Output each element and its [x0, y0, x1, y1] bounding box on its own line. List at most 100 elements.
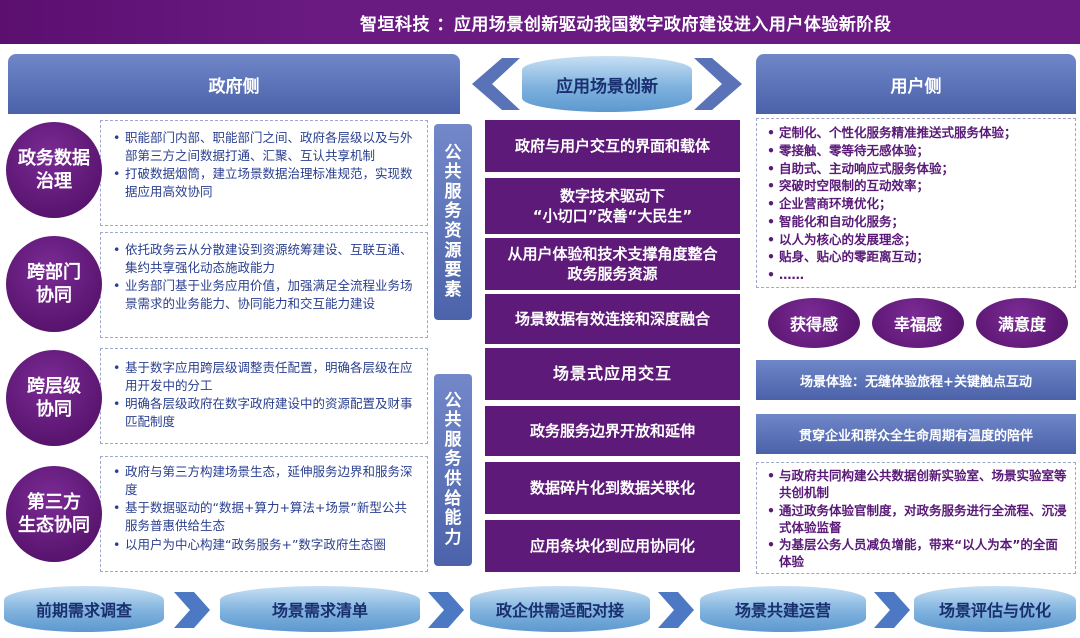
page-title: 智垣科技 ：应用场景创新驱动我国数字政府建设进入用户体验新阶段	[0, 0, 1080, 44]
user-cocreation-bullets: 与政府共同构建公共数据创新实验室、场景实验室等共创机制 通过政务体验官制度，对政…	[765, 467, 1069, 571]
process-step-label: 场景评估与优化	[938, 601, 1051, 620]
vertical-char: 素	[444, 279, 462, 300]
center-line: 数字技术驱动下	[559, 186, 665, 205]
circle-label-line: 生态协同	[18, 515, 90, 536]
process-arrow-icon	[174, 592, 210, 628]
bullet: 业务部门基于业务应用价值，加强满足全流程业务场景需求的业务能力、协同能力和交互能…	[111, 277, 419, 313]
process-step-label: 场景需求清单	[271, 601, 368, 620]
center-item-7: 数据碎片化到数据关联化	[485, 462, 740, 514]
vertical-char: 共	[444, 410, 462, 431]
center-item-6: 政务服务边界开放和延伸	[485, 406, 740, 456]
gov-item-circle-4: 第三方生态协同	[6, 466, 102, 562]
vertical-char: 供	[444, 469, 462, 489]
center-line: 场景式应用交互	[552, 364, 672, 384]
user-side-label: 用户侧	[890, 76, 942, 97]
title-text: 智垣科技 ：应用场景创新驱动我国数字政府建设进入用户体验新阶段	[360, 14, 892, 35]
user-side-header: 用户侧	[756, 54, 1076, 114]
user-bar-scene-experience: 场景体验：无缝体验旅程+关键触点互动	[756, 360, 1076, 400]
gov-item-bullets-2: 依托政务云从分散建设到资源统筹建设、互联互通、集约共享强化动态施政能力 业务部门…	[111, 241, 419, 314]
process-step-1: 前期需求调查	[4, 586, 164, 632]
bullet: 依托政务云从分散建设到资源统筹建设、互联互通、集约共享强化动态施政能力	[111, 241, 419, 277]
center-header-arrows	[472, 58, 742, 110]
circle-label-line: 协同	[36, 399, 72, 420]
user-bar-lifecycle: 贯穿企业和群众全生命周期有温度的陪伴	[756, 414, 1076, 454]
process-arrow-icon	[428, 592, 464, 628]
vertical-char: 源	[444, 240, 462, 261]
gov-item-circle-1: 政务数据治理	[6, 122, 102, 218]
circle-label-line: 协同	[36, 285, 72, 306]
gov-item-bullets-4: 政府与第三方构建场景生态，延伸服务边界和服务深度 基于数据驱动的“数据+算力+算…	[111, 463, 419, 554]
bullet: 以人为核心的发展理念；	[765, 231, 1069, 249]
circle-label-line: 治理	[36, 171, 72, 192]
center-line: 政府与用户交互的界面和载体	[514, 136, 710, 155]
bullet: 以用户为中心构建“政务服务+”数字政府生态圈	[111, 536, 419, 554]
gov-side-label: 政府侧	[208, 76, 260, 97]
center-line: 数据碎片化到数据关联化	[529, 478, 695, 497]
bullet: 突破时空限制的互动效率；	[765, 177, 1069, 195]
vertical-char: 资	[444, 221, 462, 241]
vertical-char: 服	[444, 429, 462, 450]
circle-label-line: 第三方	[27, 491, 81, 513]
bullet: 贴身、贴心的零距离互动；	[765, 248, 1069, 266]
vertical-char: 要	[444, 260, 462, 281]
center-line: 应用条块化到应用协同化	[529, 536, 695, 555]
bullet: 基于数字应用跨层级调整责任配置，明确各层级在应用开发中的分工	[111, 359, 419, 395]
vertical-char: 能	[444, 508, 462, 529]
bullet: 政府与第三方构建场景生态，延伸服务边界和服务深度	[111, 463, 419, 499]
oval-gain: 获得感	[768, 298, 860, 348]
process-step-2: 场景需求清单	[220, 586, 420, 632]
bullet: 通过政务体验官制度，对政务服务进行全流程、沉浸式体验监督	[765, 502, 1069, 537]
user-experience-box: 定制化、个性化服务精准推送式服务体验； 零接触、零等待无感体验； 自助式、主动响…	[756, 118, 1076, 288]
vertical-char: 力	[444, 527, 462, 548]
circle-label-line: 政务数据	[18, 147, 90, 169]
bullet: ……	[765, 266, 1069, 284]
process-arrow-icon	[874, 592, 910, 628]
bullet: 零接触、零等待无感体验；	[765, 142, 1069, 160]
user-bar-label: 贯穿企业和群众全生命周期有温度的陪伴	[798, 428, 1033, 444]
user-cocreation-box: 与政府共同构建公共数据创新实验室、场景实验室等共创机制 通过政务体验官制度，对政…	[756, 462, 1076, 574]
vertical-char: 务	[444, 201, 462, 222]
center-line: 场景数据有效连接和深度融合	[514, 309, 710, 328]
vertical-char: 务	[444, 449, 462, 470]
circle-label-line: 跨部门	[27, 261, 81, 283]
process-step-label: 前期需求调查	[35, 601, 132, 620]
bullet: 打破数据烟筒，建立场景数据治理标准规范，实现数据应用高效协同	[111, 165, 419, 201]
process-arrow-icon	[658, 592, 694, 628]
vertical-label-resources: 公 共 服 务 资 源 要 素	[434, 124, 472, 320]
vertical-char: 公	[444, 390, 462, 411]
process-step-5: 场景评估与优化	[914, 586, 1076, 632]
process-step-label: 政企供需适配对接	[495, 601, 624, 620]
bullet: 与政府共同构建公共数据创新实验室、场景实验室等共创机制	[765, 467, 1069, 502]
center-line: “小切口”改善“大民生”	[532, 207, 693, 225]
circle-label-line: 跨层级	[27, 375, 81, 397]
oval-satisfaction: 满意度	[976, 298, 1068, 348]
bullet: 明确各层级政府在数字政府建设中的资源配置及财事匹配制度	[111, 395, 419, 431]
gov-item-box-4: 政府与第三方构建场景生态，延伸服务边界和服务深度 基于数据驱动的“数据+算力+算…	[100, 456, 428, 572]
gov-side-header: 政府侧	[8, 54, 460, 114]
bullet: 企业营商环境优化；	[765, 195, 1069, 213]
oval-label: 获得感	[789, 315, 838, 334]
gov-item-circle-3: 跨层级协同	[6, 350, 102, 446]
center-item-8: 应用条块化到应用协同化	[485, 520, 740, 572]
bullet: 智能化和自动化服务；	[765, 213, 1069, 231]
center-item-3: 从用户体验和技术支撑角度整合政务服务资源	[485, 238, 740, 290]
center-header-label: 应用场景创新	[556, 76, 658, 97]
center-line: 从用户体验和技术支撑角度整合	[507, 244, 718, 263]
left-chevron-icon	[472, 58, 520, 110]
process-step-3: 政企供需适配对接	[470, 586, 650, 632]
center-header: 应用场景创新	[522, 56, 692, 112]
vertical-char: 公	[444, 142, 462, 163]
gov-item-circle-2: 跨部门协同	[6, 236, 102, 332]
center-line: 政务服务边界开放和延伸	[529, 421, 695, 440]
center-item-2: 数字技术驱动下 “小切口”改善“大民生”	[485, 178, 740, 234]
vertical-label-capability: 公 共 服 务 供 给 能 力	[434, 374, 472, 566]
user-bar-label: 场景体验：无缝体验旅程+关键触点互动	[800, 374, 1032, 390]
gov-item-bullets-1: 职能部门内部、职能部门之间、政府各层级以及与外部第三方之间数据打通、汇聚、互认共…	[111, 129, 419, 202]
user-experience-bullets: 定制化、个性化服务精准推送式服务体验； 零接触、零等待无感体验； 自助式、主动响…	[765, 124, 1069, 284]
bullet: 基于数据驱动的“数据+算力+算法+场景”新型公共服务普惠供给生态	[111, 499, 419, 535]
vertical-char: 共	[444, 162, 462, 183]
gov-item-box-2: 依托政务云从分散建设到资源统筹建设、互联互通、集约共享强化动态施政能力 业务部门…	[100, 232, 428, 338]
oval-label: 幸福感	[893, 315, 942, 334]
center-item-5: 场景式应用交互	[485, 348, 740, 400]
gov-item-box-3: 基于数字应用跨层级调整责任配置，明确各层级在应用开发中的分工 明确各层级政府在数…	[100, 348, 428, 444]
